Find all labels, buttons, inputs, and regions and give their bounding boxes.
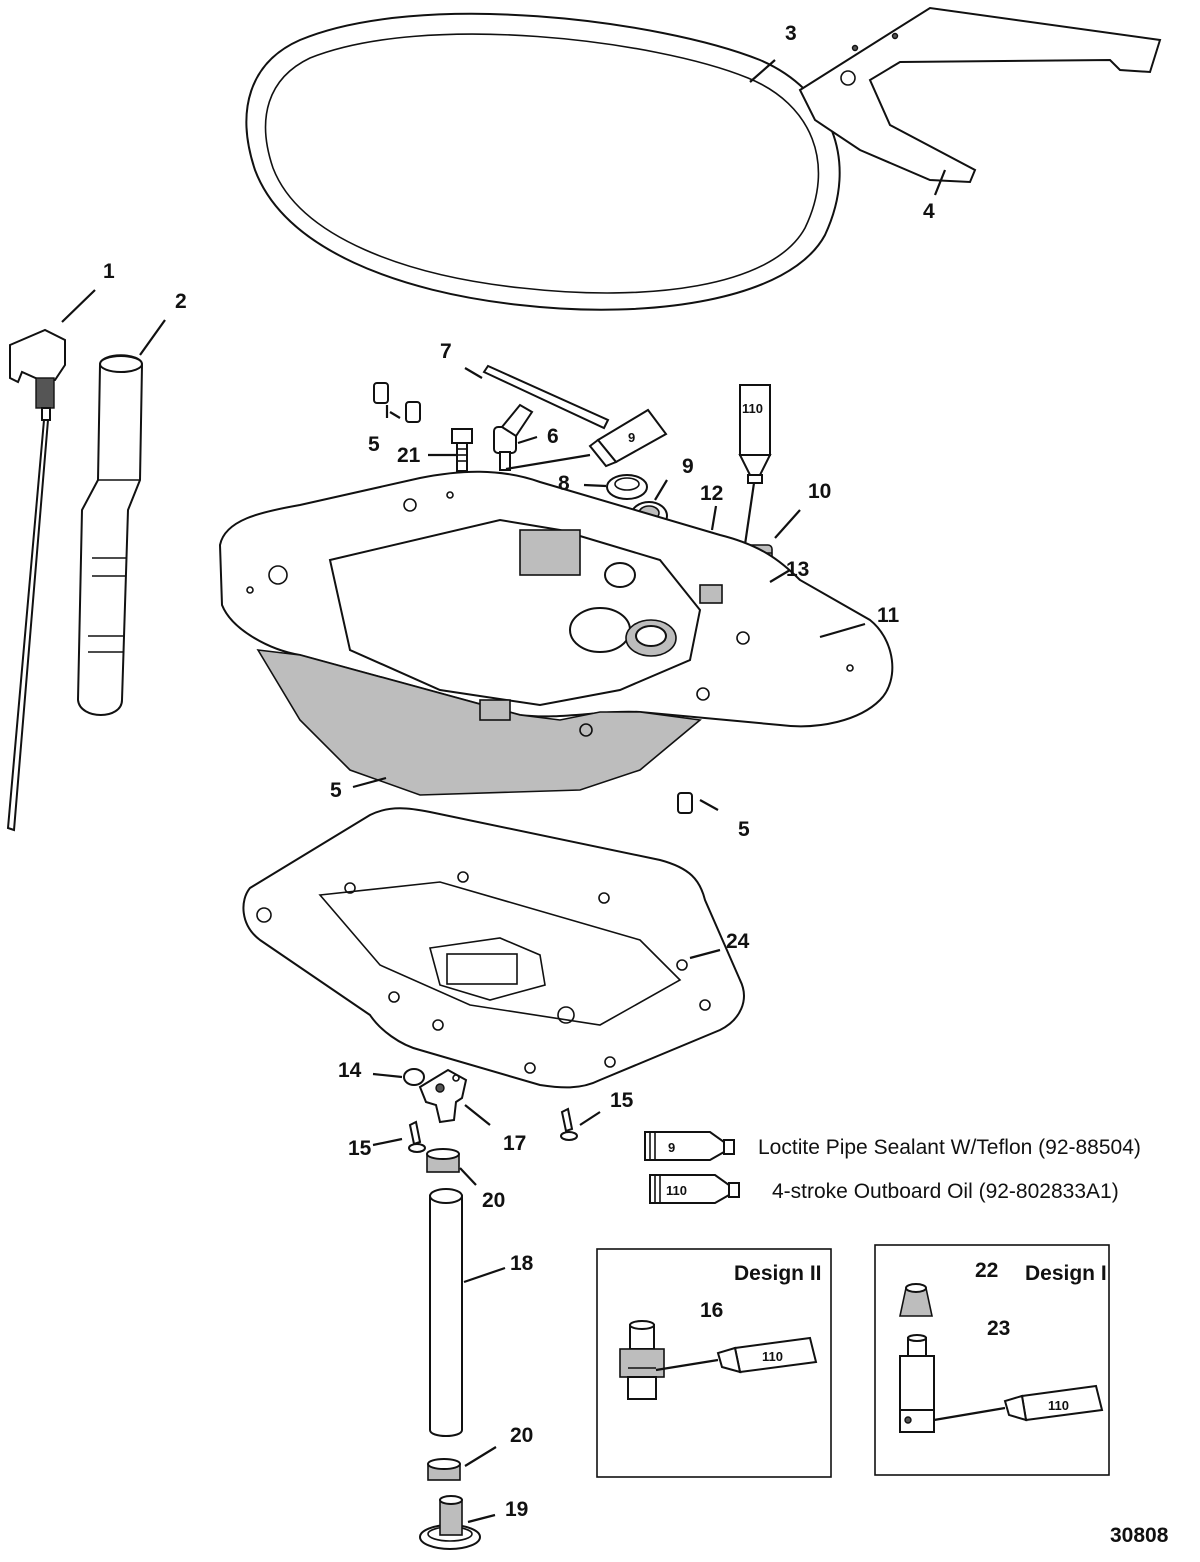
design-i-box: Design I 110 22 23	[874, 1244, 1110, 1476]
water-tube-housing-part-17	[418, 1068, 468, 1124]
callout-24: 24	[726, 930, 750, 953]
callout-10: 10	[808, 480, 831, 503]
callout-20b: 20	[510, 1424, 533, 1447]
legend-entry-110: 4-stroke Outboard Oil (92-802833A1)	[772, 1180, 1119, 1203]
callout-15a: 15	[348, 1137, 372, 1160]
grommet-part-20-bottom	[427, 1458, 461, 1481]
grommet-part-20-top	[426, 1148, 460, 1173]
dipstick-tube-part-2	[76, 354, 144, 716]
callout-14: 14	[338, 1059, 362, 1082]
rod-part-7	[482, 364, 610, 430]
screw-part-15-left	[408, 1120, 426, 1153]
callout-5a: 5	[368, 433, 380, 456]
connector-part-23	[899, 1334, 935, 1433]
callout-18: 18	[510, 1252, 534, 1275]
tube-label: 110	[1048, 1398, 1069, 1413]
tube-label: 9	[628, 430, 635, 445]
cap-part-22	[899, 1283, 933, 1317]
seal-part-19	[419, 1495, 481, 1550]
seal-part-3	[245, 12, 841, 311]
adapter-plate-part-11	[218, 470, 894, 796]
gasket-part-4	[798, 6, 1162, 184]
callout-21: 21	[397, 444, 421, 467]
dipstick-part-1	[6, 328, 66, 832]
design-ii-box: Design II 110 16	[596, 1248, 832, 1478]
callout-13: 13	[786, 558, 809, 581]
callout-2: 2	[175, 290, 187, 313]
seal-part-8	[606, 474, 648, 500]
tube-label: 9	[668, 1140, 675, 1155]
callout-15b: 15	[610, 1089, 634, 1112]
tube-label: 110	[666, 1183, 687, 1198]
callout-20a: 20	[482, 1189, 505, 1212]
callout-12: 12	[700, 482, 723, 505]
callout-22: 22	[975, 1259, 998, 1282]
callout-23: 23	[987, 1317, 1010, 1340]
o-ring-part-14	[403, 1068, 425, 1086]
water-tube-part-18	[429, 1188, 463, 1437]
callout-9a: 9	[682, 455, 694, 478]
oil-tube-110-top: 110	[738, 384, 772, 566]
callout-17: 17	[503, 1132, 526, 1155]
connector-part-16	[619, 1320, 665, 1400]
callout-1: 1	[103, 260, 115, 283]
screw-part-15-right	[560, 1107, 578, 1141]
callout-16: 16	[700, 1299, 723, 1322]
oil-tube-110-design1: 110	[933, 1384, 1104, 1422]
tube-label: 110	[762, 1349, 783, 1364]
legend-tube-110: 110	[649, 1174, 740, 1204]
oil-tube-110-design2: 110	[655, 1336, 818, 1374]
callout-5c: 5	[738, 818, 750, 841]
tube-label: 110	[742, 401, 763, 416]
leader-lines	[61, 59, 986, 1524]
design-i-title: Design I	[1025, 1262, 1107, 1285]
legend-entry-9: Loctite Pipe Sealant W/Teflon (92-88504)	[758, 1136, 1141, 1159]
callout-11: 11	[877, 604, 900, 627]
callout-8: 8	[558, 472, 570, 495]
design-ii-title: Design II	[734, 1262, 822, 1285]
legend: 9 Loctite Pipe Sealant W/Teflon (92-8850…	[644, 1131, 1141, 1204]
callout-4: 4	[923, 200, 935, 223]
callout-5b: 5	[330, 779, 342, 802]
diagram-number: 30808	[1110, 1524, 1169, 1547]
callout-3: 3	[785, 22, 797, 45]
legend-tube-9: 9	[644, 1131, 735, 1161]
callout-7: 7	[440, 340, 452, 363]
callout-6: 6	[547, 425, 559, 448]
fitting-part-6	[493, 403, 534, 471]
plate-gasket-part-24	[242, 807, 745, 1089]
sealant-tube-9-top: 9	[505, 408, 668, 471]
callout-19: 19	[505, 1498, 528, 1521]
